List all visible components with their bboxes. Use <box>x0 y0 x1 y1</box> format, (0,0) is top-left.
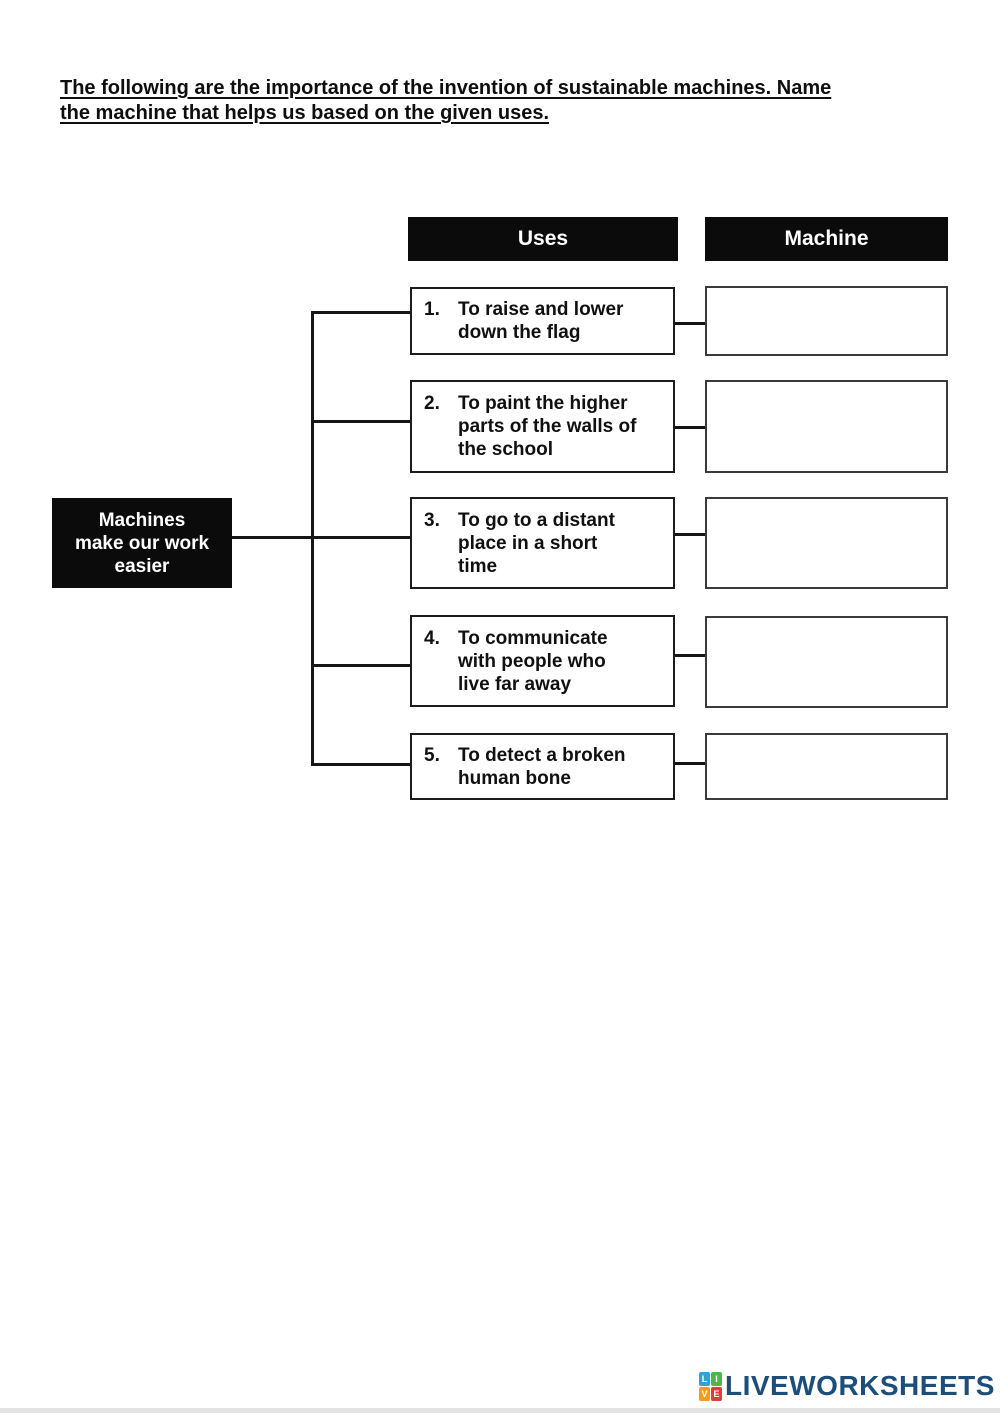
use-3-text-line-3: time <box>458 555 498 577</box>
scan-page-edge <box>0 1408 1000 1413</box>
liveworksheets-grid-icon: L I V E <box>699 1371 722 1401</box>
use-box-5: 5. To detect a broken human bone <box>410 733 675 800</box>
instructions-title: The following are the importance of the … <box>60 76 831 126</box>
liveworksheets-wordmark: LIVEWORKSHEETS <box>725 1370 995 1401</box>
use-box-2: 2. To paint the higher parts of the wall… <box>410 380 675 473</box>
use-box-1: 1. To raise and lower down the flag <box>410 287 675 355</box>
machine-answer-box-3[interactable] <box>705 497 948 589</box>
use-3-number: 3. <box>424 509 440 531</box>
use-5-number: 5. <box>424 744 440 766</box>
root-line-1: Machines <box>98 509 186 531</box>
instructions-line-1: The following are the importance of the … <box>60 77 832 99</box>
root-line-2: make our work <box>74 532 210 554</box>
root-line-3: easier <box>114 555 170 577</box>
use-box-3: 3. To go to a distant place in a short t… <box>410 497 675 589</box>
use-2-text-line-2: parts of the walls of <box>458 416 637 437</box>
machine-answer-input-1[interactable] <box>707 288 946 354</box>
machine-answer-box-5[interactable] <box>705 733 948 800</box>
machine-column-header: Machine <box>705 217 948 261</box>
machine-answer-box-2[interactable] <box>705 380 948 473</box>
use-2-text-line-3: the school <box>458 439 554 460</box>
machine-answer-input-5[interactable] <box>707 735 946 798</box>
machine-answer-box-1[interactable] <box>705 286 948 356</box>
logo-cell-i: I <box>711 1371 722 1386</box>
use-1-number: 1. <box>424 299 440 320</box>
connector-root-to-spine <box>232 536 410 539</box>
connector-branch-1 <box>311 311 410 314</box>
connector-use3-to-machine3 <box>675 533 705 536</box>
use-4-text-line-2: with people who <box>458 650 606 672</box>
connector-branch-5 <box>311 763 410 766</box>
liveworksheets-logo: L I V E LIVEWORKSHEETS <box>699 1371 995 1401</box>
connector-vertical-spine <box>311 311 314 766</box>
use-3-text-line-2: place in a short <box>458 532 598 554</box>
connector-branch-2 <box>311 420 410 423</box>
use-4-text-line-1: To communicate <box>458 627 608 649</box>
logo-cell-v: V <box>699 1386 710 1401</box>
root-node-machines-make-work-easier: Machines make our work easier <box>52 498 232 588</box>
machine-answer-input-3[interactable] <box>707 499 946 587</box>
connector-branch-4 <box>311 664 410 667</box>
use-2-number: 2. <box>424 393 440 414</box>
connector-use2-to-machine2 <box>675 426 705 429</box>
instructions-line-2: the machine that helps us based on the g… <box>60 102 550 124</box>
connector-use1-to-machine1 <box>675 322 705 325</box>
use-5-text-line-2: human bone <box>458 767 571 789</box>
use-1-text-line-2: down the flag <box>458 322 581 343</box>
logo-cell-l: L <box>699 1371 710 1386</box>
use-5-text-line-1: To detect a broken <box>458 744 626 766</box>
machine-answer-box-4[interactable] <box>705 616 948 708</box>
uses-column-header: Uses <box>408 217 678 261</box>
use-3-text-line-1: To go to a distant <box>458 509 615 531</box>
machine-answer-input-2[interactable] <box>707 382 946 471</box>
use-2-text-line-1: To paint the higher <box>458 393 628 414</box>
use-4-number: 4. <box>424 627 440 649</box>
machine-answer-input-4[interactable] <box>707 618 946 706</box>
logo-cell-e: E <box>711 1386 722 1401</box>
connector-use4-to-machine4 <box>675 654 705 657</box>
use-box-4: 4. To communicate with people who live f… <box>410 615 675 707</box>
connector-use5-to-machine5 <box>675 762 705 765</box>
use-4-text-line-3: live far away <box>458 673 572 695</box>
use-1-text-line-1: To raise and lower <box>458 299 624 320</box>
